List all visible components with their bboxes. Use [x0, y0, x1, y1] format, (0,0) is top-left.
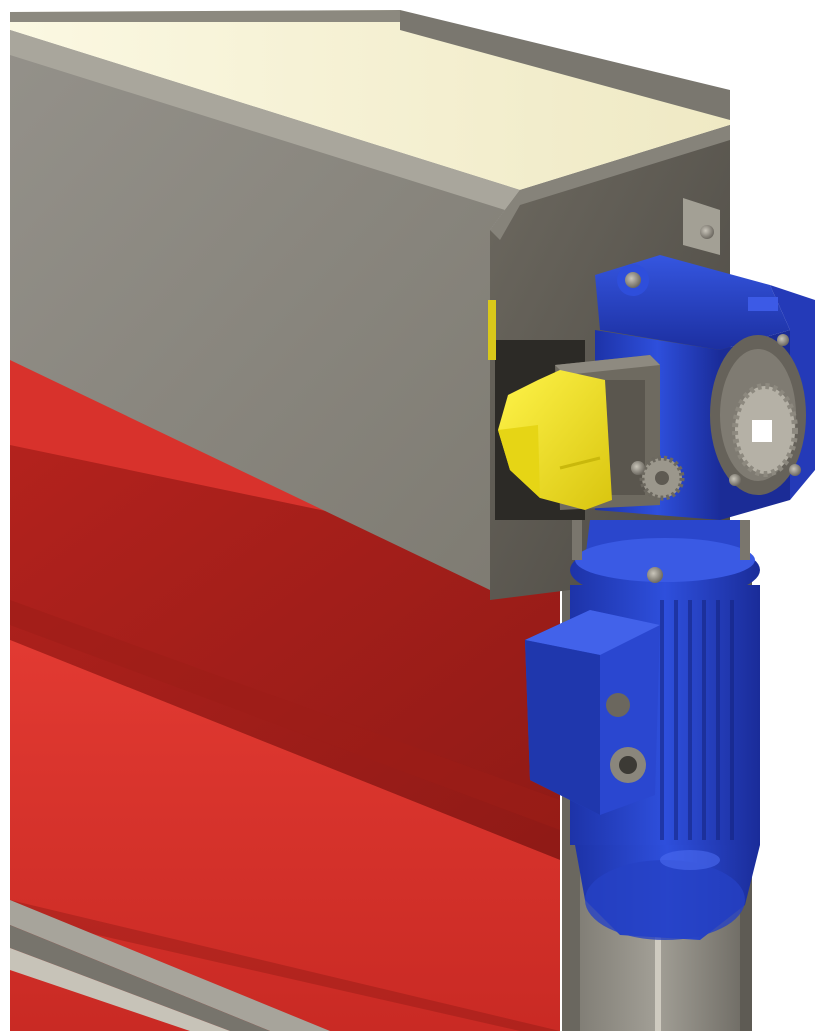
sprocket-icon	[732, 383, 798, 477]
knob-icon	[631, 455, 685, 501]
electric-motor	[525, 585, 760, 940]
cable-gland-icon	[610, 747, 646, 783]
yellow-handwheel	[498, 370, 612, 510]
bottom-slat	[10, 900, 330, 1031]
motor-cooling-fins	[660, 600, 734, 840]
sprocket-assembly	[710, 334, 806, 495]
mounting-bracket	[683, 198, 720, 255]
